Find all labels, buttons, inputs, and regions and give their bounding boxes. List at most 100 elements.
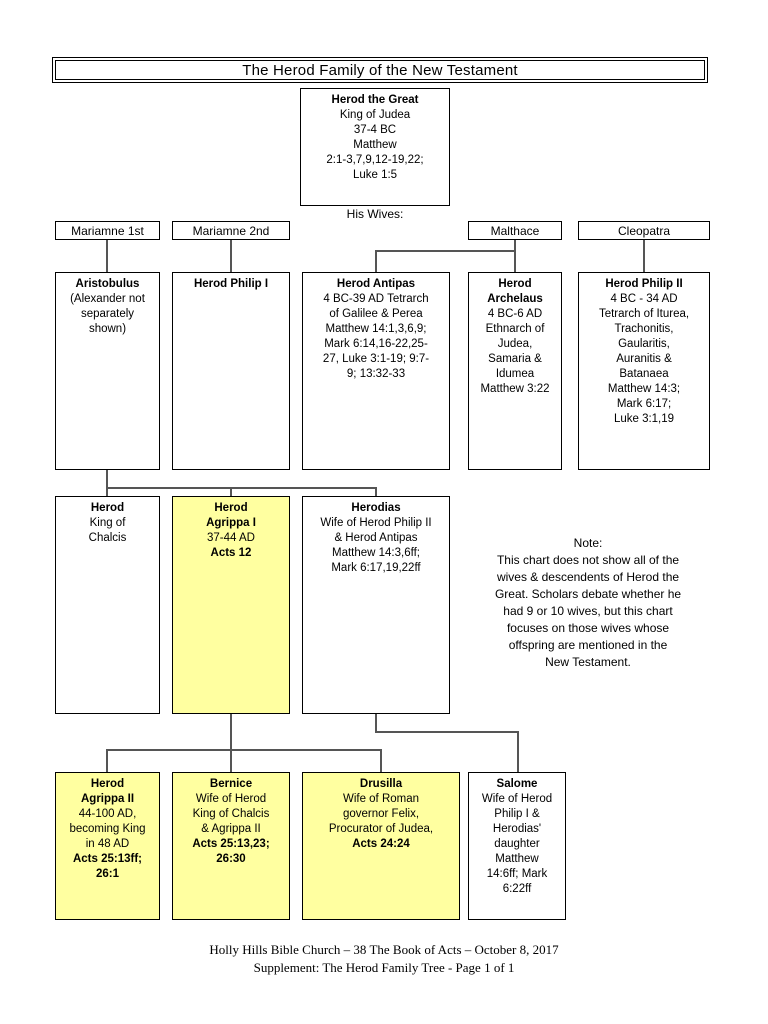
person-line: 9; 13:32-33 bbox=[346, 368, 406, 380]
person-name: Herod bbox=[90, 778, 125, 790]
person-line: Matthew bbox=[495, 853, 539, 865]
person-name: Drusilla bbox=[359, 778, 403, 790]
person-box-herod-philip-ii: Herod Philip II 4 BC - 34 AD Tetrarch of… bbox=[578, 272, 710, 470]
person-line: King of bbox=[89, 517, 126, 529]
note-line: wives & descendents of Herod the bbox=[496, 570, 680, 584]
person-line: Mark 6:14,16-22,25- bbox=[324, 338, 428, 350]
person-line: 26:1 bbox=[95, 868, 120, 880]
connector-cleopatra-to-philip2 bbox=[643, 240, 645, 272]
wife-box-mariamne-1st: Mariamne 1st bbox=[55, 221, 160, 240]
person-line: Matthew bbox=[353, 139, 397, 151]
wife-box-malthace: Malthace bbox=[468, 221, 562, 240]
connector-mariamne1-to-aristobulus bbox=[106, 240, 108, 272]
note-line: offspring are mentioned in the bbox=[508, 638, 668, 652]
connector-aristobulus-stem bbox=[106, 470, 108, 488]
wife-box-mariamne-2nd: Mariamne 2nd bbox=[172, 221, 290, 240]
person-line: Philip I & bbox=[494, 808, 540, 820]
connector-to-bernice bbox=[230, 749, 232, 772]
person-line: Luke 1:5 bbox=[352, 169, 398, 181]
person-line: (Alexander not bbox=[70, 293, 145, 305]
person-line: 26:30 bbox=[216, 853, 246, 865]
person-name: Herod bbox=[498, 278, 532, 290]
person-name: Salome bbox=[496, 778, 538, 790]
person-line: 44-100 AD, bbox=[78, 808, 137, 820]
person-line: King of Judea bbox=[339, 109, 411, 121]
person-line: Wife of Herod bbox=[195, 793, 267, 805]
person-line: Judea, bbox=[497, 338, 533, 350]
connector-to-agrippa-i bbox=[230, 487, 232, 496]
person-box-herod-philip-i: Herod Philip I bbox=[172, 272, 290, 470]
person-box-herod-of-chalcis: Herod King of Chalcis bbox=[55, 496, 160, 714]
person-box-herod-antipas: Herod Antipas 4 BC-39 AD Tetrarch of Gal… bbox=[302, 272, 450, 470]
person-line: Agrippa II bbox=[80, 793, 135, 805]
connector-to-agrippa-ii bbox=[106, 749, 108, 772]
connector-malthace-branch-horizontal bbox=[375, 250, 515, 252]
person-line: Matthew 14:3,6ff; bbox=[331, 547, 420, 559]
person-line: Wife of Herod bbox=[481, 793, 553, 805]
person-line: Trachonitis, bbox=[614, 323, 674, 335]
person-name: Herod Antipas bbox=[336, 278, 416, 290]
chart-note: Note: This chart does not show all of th… bbox=[462, 535, 714, 671]
person-line: Herodias' bbox=[492, 823, 542, 835]
person-box-herod-agrippa-i: Herod Agrippa I 37-44 AD Acts 12 bbox=[172, 496, 290, 714]
person-line: 4 BC - 34 AD bbox=[610, 293, 678, 305]
person-line: daughter bbox=[494, 838, 540, 850]
person-line: 27, Luke 3:1-19; 9:7- bbox=[322, 353, 430, 365]
person-line: 4 BC-39 AD Tetrarch bbox=[323, 293, 429, 305]
connector-agrippa-i-stem bbox=[230, 714, 232, 750]
person-name: Herod bbox=[90, 502, 125, 514]
person-box-aristobulus: Aristobulus (Alexander not separately sh… bbox=[55, 272, 160, 470]
person-name: Aristobulus bbox=[75, 278, 140, 290]
person-line: shown) bbox=[88, 323, 127, 335]
person-line: Matthew 14:1,3,6,9; bbox=[325, 323, 427, 335]
person-box-herodias: Herodias Wife of Herod Philip II & Herod… bbox=[302, 496, 450, 714]
connector-mariamne2-to-philip1 bbox=[230, 240, 232, 272]
connector-herodias-to-salome-bar bbox=[375, 731, 518, 733]
person-line: Gaularitis, bbox=[618, 338, 670, 350]
person-name: Bernice bbox=[209, 778, 253, 790]
connector-malthace-to-archelaus bbox=[514, 240, 516, 272]
person-line: Procurator of Judea, bbox=[328, 823, 434, 835]
person-name: Herod Philip I bbox=[193, 278, 269, 290]
person-box-drusilla: Drusilla Wife of Roman governor Felix, P… bbox=[302, 772, 460, 920]
person-line: Mark 6:17,19,22ff bbox=[331, 562, 421, 574]
person-line: 2:1-3,7,9,12-19,22; bbox=[326, 154, 424, 166]
person-line: Idumea bbox=[495, 368, 535, 380]
connector-agrippa-i-branch-bar bbox=[106, 749, 381, 751]
footer-line-2: Supplement: The Herod Family Tree - Page… bbox=[253, 960, 515, 975]
note-line: had 9 or 10 wives, but this chart bbox=[503, 604, 673, 618]
person-box-herod-archelaus: Herod Archelaus 4 BC-6 AD Ethnarch of Ju… bbox=[468, 272, 562, 470]
connector-to-salome bbox=[517, 731, 519, 772]
person-line: & Agrippa II bbox=[201, 823, 261, 835]
note-line: Great. Scholars debate whether he bbox=[494, 587, 682, 601]
connector-malthace-to-antipas bbox=[375, 250, 377, 272]
person-line: King of Chalcis bbox=[192, 808, 270, 820]
person-line: 4 BC-6 AD bbox=[487, 308, 543, 320]
connector-herodias-stem bbox=[375, 714, 377, 732]
person-line: Auranitis & bbox=[616, 353, 672, 365]
person-line: 14:6ff; Mark bbox=[486, 868, 548, 880]
person-box-herod-agrippa-ii: Herod Agrippa II 44-100 AD, becoming Kin… bbox=[55, 772, 160, 920]
person-line: & Herod Antipas bbox=[334, 532, 418, 544]
note-line: New Testament. bbox=[545, 655, 631, 669]
person-name: Herod Philip II bbox=[605, 278, 683, 290]
wife-box-cleopatra: Cleopatra bbox=[578, 221, 710, 240]
person-name: Herod bbox=[214, 502, 248, 514]
person-line: Archelaus bbox=[487, 293, 543, 305]
connector-to-herodias bbox=[375, 487, 377, 496]
person-box-bernice: Bernice Wife of Herod King of Chalcis & … bbox=[172, 772, 290, 920]
his-wives-caption: His Wives: bbox=[346, 207, 404, 221]
person-line: Tetrarch of Iturea, bbox=[598, 308, 690, 320]
person-box-salome: Salome Wife of Herod Philip I & Herodias… bbox=[468, 772, 566, 920]
person-line: Matthew 3:22 bbox=[480, 383, 550, 395]
person-box-herod-the-great: Herod the Great King of Judea 37-4 BC Ma… bbox=[300, 88, 450, 206]
person-line: 37-4 BC bbox=[353, 124, 397, 136]
person-line: Chalcis bbox=[88, 532, 127, 544]
connector-aristobulus-branch-bar bbox=[106, 487, 376, 489]
page-title: The Herod Family of the New Testament bbox=[242, 61, 518, 79]
person-line: Wife of Herod Philip II bbox=[320, 517, 432, 529]
person-line: 6:22ff bbox=[502, 883, 532, 895]
person-line: Luke 3:1,19 bbox=[613, 413, 675, 425]
note-heading: Note: bbox=[573, 536, 603, 550]
person-line: Agrippa I bbox=[206, 517, 256, 529]
